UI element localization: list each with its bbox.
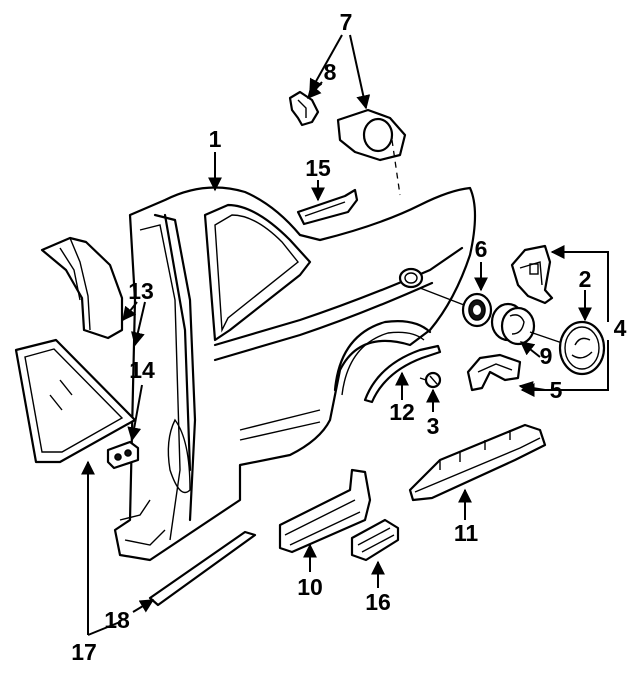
bracket-part-4 — [510, 244, 554, 305]
molding-part-15 — [296, 188, 359, 226]
callout-14: 14 — [129, 357, 155, 383]
fuel-filler-housing-part-7 — [336, 108, 407, 196]
callout-10: 10 — [297, 574, 323, 600]
hinge-bracket-part-5 — [466, 353, 522, 392]
callout-17: 17 — [71, 639, 97, 665]
callout-4: 4 — [614, 315, 627, 341]
callout-18: 18 — [104, 607, 130, 633]
reinforcement-part-10 — [278, 468, 372, 554]
callout-numbers: 1 7 8 15 6 2 4 9 5 3 12 13 14 11 10 16 1… — [71, 9, 626, 665]
callout-11: 11 — [454, 520, 479, 546]
bracket-part-16 — [350, 518, 400, 562]
screw-part-3 — [419, 371, 442, 389]
leader-lines — [81, 34, 609, 636]
rocker-molding-part-11 — [408, 423, 547, 502]
quarter-window-glass-part-17 — [14, 338, 137, 464]
callout-12: 12 — [389, 399, 415, 425]
callout-9: 9 — [540, 343, 553, 369]
callout-15: 15 — [305, 155, 331, 181]
inner-panel-part-13 — [40, 236, 124, 340]
callout-2: 2 — [579, 266, 592, 292]
spring-part-9 — [490, 302, 569, 346]
callout-5: 5 — [550, 377, 563, 403]
callout-16: 16 — [365, 589, 391, 615]
grommet-part-6 — [419, 287, 493, 328]
clip-part-14 — [106, 440, 140, 470]
callout-7: 7 — [340, 9, 353, 35]
callout-6: 6 — [475, 236, 488, 262]
callout-3: 3 — [427, 413, 440, 439]
fuel-door-part-2 — [558, 320, 606, 376]
quarter-panel — [113, 186, 477, 562]
callout-8: 8 — [324, 59, 337, 85]
bracket-part-8 — [288, 90, 320, 127]
callout-13: 13 — [128, 278, 154, 304]
wheel-opening-molding-part-12 — [363, 344, 442, 404]
callout-1: 1 — [209, 126, 222, 152]
sill-molding-part-18 — [148, 530, 257, 607]
